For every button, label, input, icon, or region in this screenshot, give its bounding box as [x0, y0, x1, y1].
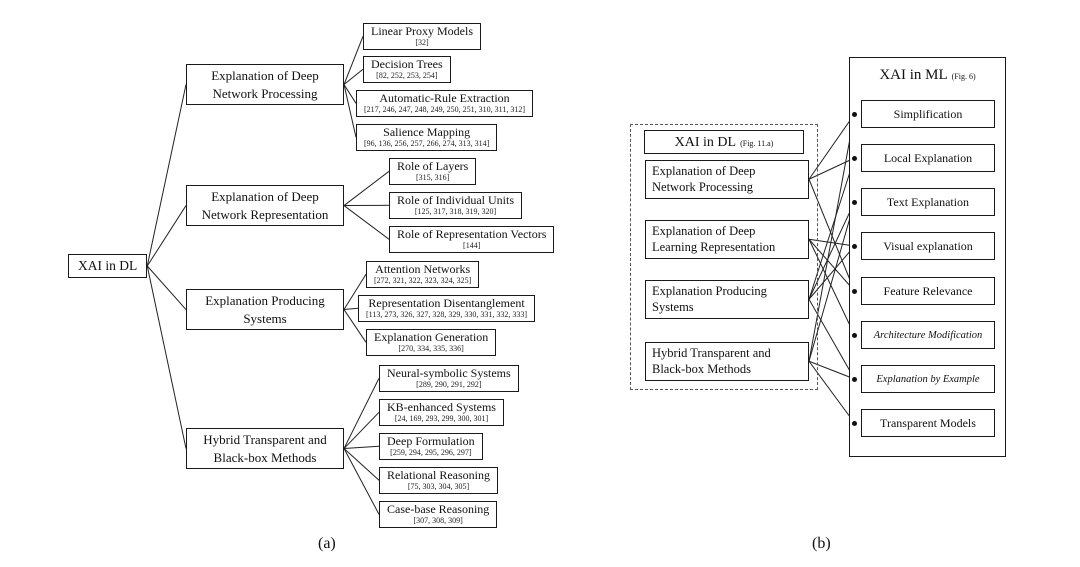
tree-category-box: Hybrid Transparent and Black-box Methods	[186, 428, 344, 470]
leaf-refs: [270, 334, 335, 336]	[398, 343, 464, 353]
leaf-title: Explanation Generation	[374, 330, 489, 344]
connector-dot	[852, 111, 857, 117]
ml-group-title-text: XAI in ML	[879, 67, 948, 83]
leaf-title: Linear Proxy Models	[371, 24, 473, 38]
ml-category-box: Text Explanation	[861, 188, 995, 216]
leaf-refs: [75, 303, 304, 305]	[407, 481, 470, 491]
leaf-title: Neural-symbolic Systems	[387, 366, 511, 380]
ml-category-box: Explanation by Example	[861, 365, 995, 393]
leaf-title: Role of Individual Units	[397, 193, 514, 207]
tree-leaf-box: Automatic-Rule Extraction [217, 246, 247…	[356, 90, 534, 117]
tree-root-box: XAI in DL	[68, 254, 148, 278]
ml-group-title-note: (Fig. 6)	[951, 72, 976, 81]
panel-a-caption: (a)	[318, 535, 336, 552]
tree-leaf-box: Explanation Generation [270, 334, 335, 3…	[366, 329, 497, 356]
leaf-refs: [82, 252, 253, 254]	[376, 70, 438, 80]
tree-leaf-box: Salience Mapping [96, 136, 256, 257, 266…	[356, 124, 498, 151]
leaf-refs: [125, 317, 318, 319, 320]	[414, 206, 497, 216]
connector-dot	[852, 288, 857, 294]
leaf-refs: [315, 316]	[415, 172, 450, 182]
tree-leaf-box: Neural-symbolic Systems [289, 290, 291, …	[379, 365, 519, 392]
ml-category-box: Transparent Models	[861, 409, 995, 437]
tree-leaf-box: Attention Networks [272, 321, 322, 323, …	[366, 261, 480, 288]
connector-dot	[852, 243, 857, 249]
leaf-title: Role of Layers	[397, 159, 469, 173]
ml-category-box: Simplification	[861, 100, 995, 128]
tree-leaf-box: Decision Trees [82, 252, 253, 254]	[363, 56, 451, 83]
tree-leaf-box: Role of Representation Vectors [144]	[389, 226, 555, 253]
dl-category-box: Explanation of Deep Network Processing	[645, 160, 809, 199]
leaf-refs: [307, 308, 309]	[413, 515, 463, 525]
ml-group-title: XAI in ML (Fig. 6)	[849, 66, 1006, 84]
dl-group-title-note: (Fig. 11.a)	[740, 139, 774, 148]
leaf-title: Representation Disentanglement	[368, 296, 525, 310]
dl-group-title-text: XAI in DL	[674, 135, 737, 150]
connector-dot	[852, 376, 857, 382]
leaf-refs: [96, 136, 256, 257, 266, 274, 313, 314]	[364, 138, 490, 148]
leaf-title: Case-base Reasoning	[387, 502, 490, 516]
tree-leaf-box: Case-base Reasoning [307, 308, 309]	[379, 501, 498, 528]
leaf-title: Role of Representation Vectors	[397, 227, 547, 241]
leaf-refs: [144]	[463, 240, 481, 250]
leaf-title: Relational Reasoning	[387, 468, 490, 482]
leaf-title: Deep Formulation	[387, 434, 475, 448]
panel-b-caption: (b)	[812, 535, 831, 552]
connector-dot	[852, 420, 857, 426]
leaf-refs: [113, 273, 326, 327, 328, 329, 330, 331,…	[366, 309, 528, 319]
leaf-refs: [259, 294, 295, 296, 297]	[390, 447, 472, 457]
leaf-refs: [32]	[415, 37, 429, 47]
tree-leaf-box: Deep Formulation [259, 294, 295, 296, 29…	[379, 433, 483, 460]
connector-dot	[852, 199, 857, 205]
leaf-title: Attention Networks	[375, 262, 471, 276]
leaf-refs: [289, 290, 291, 292]	[416, 379, 482, 389]
connector-dot	[852, 332, 857, 338]
leaf-refs: [217, 246, 247, 248, 249, 250, 251, 310,…	[364, 104, 526, 114]
leaf-title: Decision Trees	[371, 57, 443, 71]
leaf-title: KB-enhanced Systems	[387, 400, 496, 414]
tree-category-box: Explanation Producing Systems	[186, 289, 344, 331]
connector-dot	[852, 155, 857, 161]
tree-leaf-box: Role of Layers [315, 316]	[389, 158, 477, 185]
tree-leaf-box: KB-enhanced Systems [24, 169, 293, 299, …	[379, 399, 504, 426]
leaf-refs: [24, 169, 293, 299, 300, 301]	[394, 413, 489, 423]
leaf-title: Salience Mapping	[383, 125, 471, 139]
dl-group-outline	[630, 124, 818, 390]
leaf-refs: [272, 321, 322, 323, 324, 325]	[374, 275, 472, 285]
tree-category-box: Explanation of Deep Network Representati…	[186, 185, 344, 227]
tree-leaf-box: Relational Reasoning [75, 303, 304, 305]	[379, 467, 498, 494]
ml-category-box: Local Explanation	[861, 144, 995, 172]
dl-category-box: Explanation Producing Systems	[645, 280, 809, 319]
dl-category-box: Hybrid Transparent and Black-box Methods	[645, 342, 809, 381]
dl-category-box: Explanation of Deep Learning Representat…	[645, 220, 809, 259]
ml-category-box: Feature Relevance	[861, 277, 995, 305]
dl-group-title: XAI in DL (Fig. 11.a)	[644, 130, 804, 154]
tree-category-box: Explanation of Deep Network Processing	[186, 64, 344, 106]
ml-category-box: Architecture Modification	[861, 321, 995, 349]
leaf-title: Automatic-Rule Extraction	[379, 91, 510, 105]
tree-leaf-box: Role of Individual Units [125, 317, 318,…	[389, 192, 522, 219]
ml-category-box: Visual explanation	[861, 232, 995, 260]
tree-leaf-box: Linear Proxy Models [32]	[363, 23, 481, 50]
tree-leaf-box: Representation Disentanglement [113, 273…	[358, 295, 536, 322]
